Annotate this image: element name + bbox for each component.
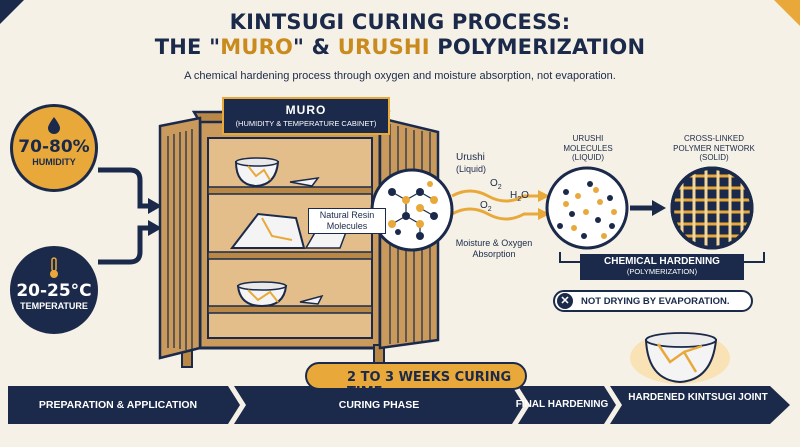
hardened-bowl [630, 332, 730, 384]
absorption-label: Absorption [472, 248, 516, 259]
arrow-head [148, 220, 162, 236]
not-drying-text: NOT DRYING BY EVAPORATION. [581, 296, 730, 307]
resin-callout: Natural Resin Molecules [308, 208, 386, 234]
label-line: (SOLID) [699, 153, 729, 163]
timeline-stage-preparation: PREPARATION & APPLICATION [38, 399, 198, 411]
humidity-label: HUMIDITY [32, 157, 76, 167]
resin-label: Molecules [326, 220, 368, 231]
h2o-h: H [510, 190, 518, 201]
oxygen-formula: O2 [490, 178, 502, 192]
polymer-network-circle [670, 166, 754, 250]
temperature-badge: 20-25°C TEMPERATURE [10, 246, 98, 334]
water-drop-icon [48, 117, 60, 134]
label-line: CROSS-LINKED [683, 134, 744, 143]
close-icon: ✕ [557, 293, 573, 309]
subtitle: A chemical hardening process through oxy… [184, 70, 616, 82]
title-text: THE " [154, 35, 221, 59]
curing-time-pill: 2 TO 3 WEEKS CURING TIME [305, 362, 527, 400]
polymer-network-label: CROSS-LINKED POLYMER NETWORK (SOLID) [664, 134, 764, 163]
label-line: URUSHI [572, 134, 604, 143]
not-drying-note: ✕ NOT DRYING BY EVAPORATION. [553, 290, 753, 312]
footnote: Durable, waterproof, and food-safe. [647, 414, 773, 423]
curing-time-text: 2 TO 3 WEEKS CURING TIME [347, 370, 512, 400]
timeline-stage-final: FINAL HARDENING [515, 399, 609, 410]
humidity-value: 70-80% [18, 137, 90, 157]
absorption-arrows [451, 189, 540, 221]
urushi-label: Urushi [456, 152, 485, 163]
label-line: (LIQUID) [572, 153, 604, 163]
bracket [559, 252, 580, 263]
chemical-hardening-title: CHEMICAL HARDENING [604, 256, 720, 267]
title-text: " & [293, 35, 338, 59]
timeline-stage-hardened: HARDENED KINTSUGI JOINT [628, 392, 768, 403]
muro-description: (HUMIDITY & TEMPERATURE CABINET) [235, 119, 377, 128]
urushi-molecules-label: URUSHI MOLECULES (LIQUID) [548, 134, 628, 163]
o2-main: O [490, 178, 498, 189]
humidity-badge: 70-80% HUMIDITY [10, 104, 98, 192]
resin-label: Natural Resin [319, 210, 375, 220]
title-text: POLYMERIZATION [429, 35, 646, 59]
o2-main: O [480, 200, 488, 211]
temperature-label: TEMPERATURE [20, 301, 88, 311]
corner-decoration [0, 0, 24, 24]
label-line: POLYMER NETWORK [673, 143, 755, 153]
muro-name: MURO [285, 103, 327, 117]
title-line-1: KINTSUGI CURING PROCESS: [229, 10, 571, 34]
absorption-callout: Moisture & Oxygen Absorption [446, 238, 542, 260]
h2o-sub: 2 [517, 196, 522, 203]
label-line: MOLECULES [563, 143, 613, 153]
corner-decoration [774, 0, 800, 26]
chemical-hardening-subtitle: (POLYMERIZATION) [626, 267, 698, 276]
o2-sub: 2 [497, 184, 502, 191]
water-formula: H2O [510, 190, 529, 204]
arrow-head [538, 190, 550, 202]
absorption-label: Moisture & Oxygen [455, 238, 533, 248]
urushi-callout: Urushi (Liquid) [456, 152, 486, 175]
oxygen-formula: O2 [480, 200, 492, 214]
urushi-molecules-circle [545, 166, 629, 250]
title-line-2: THE "MURO" & URUSHI POLYMERIZATION [0, 35, 800, 59]
urushi-state: (Liquid) [456, 164, 487, 174]
chemical-hardening-banner: CHEMICAL HARDENING (POLYMERIZATION) [580, 254, 744, 280]
o2-sub: 2 [487, 206, 492, 213]
title-urushi: URUSHI [337, 35, 430, 59]
bracket [744, 252, 765, 263]
thermometer-icon [50, 257, 58, 278]
muro-label: MURO (HUMIDITY & TEMPERATURE CABINET) [222, 97, 390, 135]
timeline-stage-curing: CURING PHASE [338, 399, 420, 411]
arrow-head [652, 200, 666, 216]
input-arrows [98, 167, 150, 265]
temperature-value: 20-25°C [16, 281, 92, 301]
title-muro: MURO [220, 35, 294, 59]
arrow-head [538, 208, 550, 220]
timeline [8, 386, 790, 424]
arrow-head [148, 198, 162, 214]
h2o-o: O [521, 190, 529, 201]
